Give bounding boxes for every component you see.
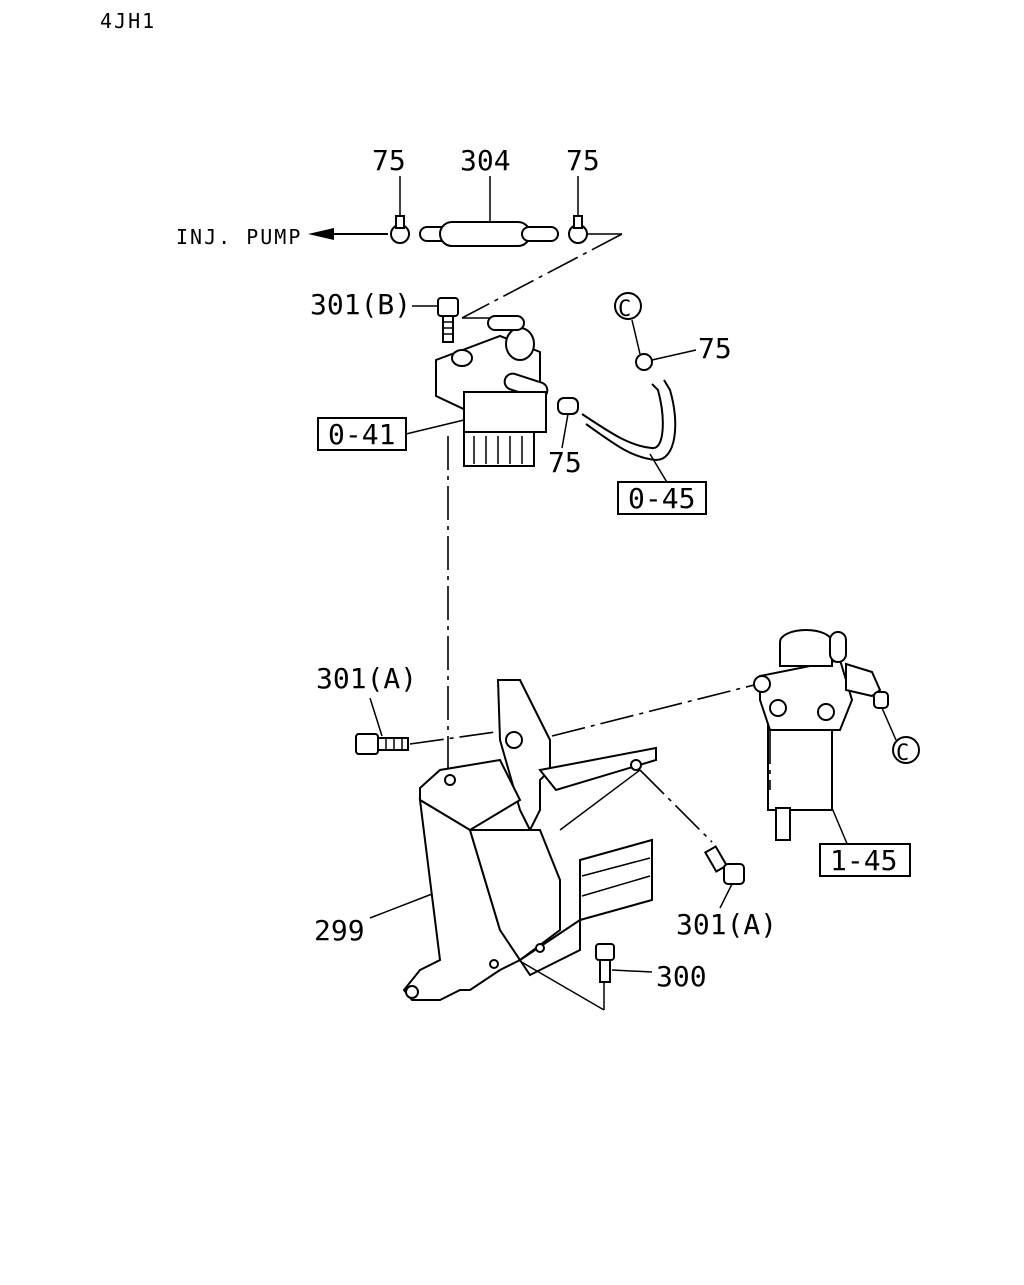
callout-301b: 301(B) <box>310 288 411 321</box>
ref-box-0-45[interactable] <box>617 481 707 515</box>
ref-box-1-45[interactable] <box>819 843 911 877</box>
connector-c-right-fitting[interactable] <box>873 691 889 709</box>
hose-clip-lower[interactable] <box>557 397 579 415</box>
connector-c-top-circle <box>614 292 642 320</box>
hose-304[interactable] <box>419 221 559 247</box>
connector-c-top: C <box>618 297 631 322</box>
fuel-filter-1-45[interactable] <box>753 629 882 841</box>
ref-0-45: 0-45 <box>628 482 695 515</box>
ref-0-41: 0-41 <box>328 418 395 451</box>
callout-301a-right: 301(A) <box>676 908 777 941</box>
ref-box-0-41[interactable] <box>317 417 407 451</box>
bracket-299[interactable] <box>402 679 657 1001</box>
callout-300: 300 <box>656 960 707 993</box>
hose-0-45[interactable] <box>581 379 677 462</box>
callout-75-clip-right: 75 <box>698 332 732 365</box>
connector-c-right: C <box>896 741 909 766</box>
bolt-301a-left[interactable] <box>355 733 409 755</box>
bolt-301a-right[interactable] <box>703 845 745 885</box>
inj-pump-label: INJ. PUMP <box>176 225 302 249</box>
ref-1-45: 1-45 <box>830 844 897 877</box>
bolt-301b[interactable] <box>437 297 459 343</box>
hose-clip-left[interactable] <box>390 215 410 244</box>
callout-299: 299 <box>314 914 365 947</box>
callout-304: 304 <box>460 144 511 177</box>
bolt-300[interactable] <box>595 943 615 983</box>
connector-c-right-circle <box>892 736 920 764</box>
callout-75-clip-lower: 75 <box>548 446 582 479</box>
callout-75-top-left: 75 <box>372 144 406 177</box>
hose-clip-right[interactable] <box>568 215 588 244</box>
hose-clip-right-lower[interactable] <box>635 353 653 371</box>
callout-75-top-right: 75 <box>566 144 600 177</box>
arrow-to-inj-pump <box>308 228 388 240</box>
model-code: 4JH1 <box>100 9 156 33</box>
fuel-filter-0-41[interactable] <box>435 315 549 467</box>
callout-301a-left: 301(A) <box>316 662 417 695</box>
